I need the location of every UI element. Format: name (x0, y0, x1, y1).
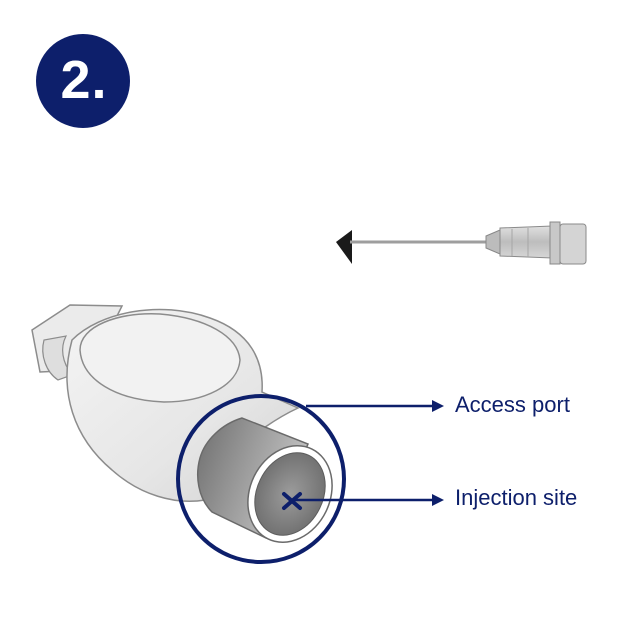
needle-hub (499, 225, 553, 259)
needle-hub-flange (549, 221, 561, 265)
port-septum (254, 452, 326, 536)
needle-hub-neck (485, 229, 501, 255)
step-number: 2. (60, 50, 108, 110)
needle-hub-end (559, 223, 587, 265)
device-top-cap (79, 313, 241, 403)
access-device (31, 304, 333, 543)
needle-icon (336, 221, 587, 265)
needle-tip (336, 230, 352, 264)
callout-leader-injection-site (292, 494, 444, 506)
injection-site-label: Injection site (455, 485, 578, 510)
step-number-badge: 2. (36, 34, 130, 128)
highlight-circle (176, 394, 346, 564)
callout-leader-access-port (306, 400, 444, 412)
access-port-label: Access port (455, 392, 570, 417)
